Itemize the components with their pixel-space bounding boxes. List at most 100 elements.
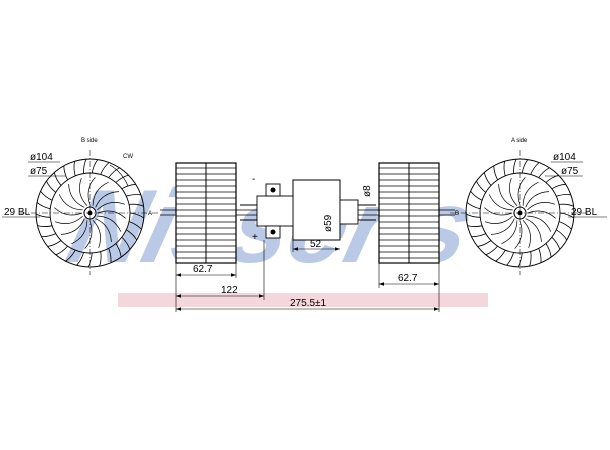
fan-blade: [483, 172, 492, 186]
right-inner-diameter: ø75: [561, 166, 579, 177]
fan-blade: [538, 248, 542, 263]
fan-blade: [521, 159, 529, 174]
fan-blade: [471, 233, 486, 238]
right-side-label: A side: [511, 138, 528, 144]
right-wheel-side-view: [378, 162, 440, 264]
dimension-arrowhead: [176, 294, 181, 298]
dimension-arrowheads: [176, 247, 439, 311]
fan-blade: [477, 240, 492, 247]
fan-blade: [476, 180, 486, 193]
fan-blade: [470, 190, 483, 201]
dimension-arrowhead: [335, 247, 340, 251]
hub-spoke: [514, 220, 523, 249]
fan-blade: [538, 167, 550, 178]
fan-blade: [485, 245, 498, 256]
fan-blade: [558, 221, 572, 230]
hub-spoke: [498, 183, 515, 208]
fan-blade: [495, 250, 506, 262]
fan-blade: [506, 252, 514, 266]
hub-spoke: [522, 181, 539, 206]
fan-blade: [55, 245, 68, 256]
right-outer-diameter: ø104: [553, 152, 576, 163]
left-blade-count: 29 BL: [4, 207, 31, 218]
fan-blade: [46, 180, 56, 193]
hub-spoke: [501, 220, 518, 245]
hub-spoke: [87, 177, 96, 206]
fan-blade: [128, 221, 142, 230]
fan-blade: [467, 225, 483, 227]
left-side-label: B side: [81, 138, 98, 144]
hub-spoke: [484, 215, 513, 224]
dimension-arrowhead: [293, 247, 298, 251]
terminal-plus: +: [252, 232, 258, 243]
dimension-arrowhead: [259, 294, 264, 298]
fan-blade: [493, 165, 498, 181]
fan-blade: [556, 194, 571, 197]
fan-blade: [35, 213, 51, 218]
left-rotation-label: CW: [123, 154, 133, 160]
fan-blade: [37, 225, 53, 227]
hub-spoke: [71, 220, 88, 245]
dimension-overall: 275.5±1: [290, 298, 327, 309]
fan-blade: [126, 194, 141, 197]
fan-blade: [108, 167, 120, 178]
section-mark-a: A: [148, 211, 152, 217]
dimension-arrowhead: [379, 282, 384, 286]
fan-blade: [47, 240, 62, 247]
fan-blade: [529, 251, 532, 267]
fan-blade: [551, 236, 561, 250]
fan-blade: [559, 203, 574, 207]
hub-spoke: [68, 183, 85, 208]
dimension-motor-offset: 52: [310, 239, 322, 250]
hub-spoke: [527, 210, 556, 219]
fan-blade: [87, 252, 93, 268]
fan-blade: [63, 165, 68, 181]
left-wheel-side-view: [175, 162, 237, 264]
hub-spoke: [97, 210, 126, 219]
hub-spoke: [54, 207, 83, 216]
hub-spoke: [97, 202, 126, 211]
hub-spoke: [58, 194, 83, 211]
fan-blade: [121, 236, 131, 250]
fan-blade: [108, 248, 112, 263]
fan-blade: [73, 161, 76, 176]
hub-spoke: [527, 215, 552, 232]
shaft-diameter: ø8: [362, 185, 373, 197]
fan-blade: [36, 202, 51, 210]
dimension-arrowhead: [434, 307, 439, 311]
fan-blade: [465, 213, 481, 218]
hub-spoke: [92, 181, 109, 206]
fan-blade: [129, 203, 144, 207]
fan-blade: [530, 162, 540, 175]
fan-blade: [100, 162, 110, 175]
hub-spoke: [79, 177, 88, 206]
rotation-arrow: [109, 164, 129, 187]
dimension-right-wheel-width: 62.7: [398, 273, 418, 284]
fan-blade: [503, 161, 506, 176]
hub-spoke: [95, 191, 120, 208]
hub-spoke: [522, 220, 531, 249]
hub-spoke: [84, 220, 93, 249]
watermark-band: [118, 293, 488, 307]
fan-blade: [91, 159, 99, 174]
left-fan-end-view: [20, 150, 160, 275]
fan-blade: [53, 172, 62, 186]
fan-blade: [115, 243, 122, 258]
hub-spoke: [509, 177, 518, 206]
fan-blade: [545, 174, 559, 183]
fan-blade: [121, 183, 136, 190]
fan-blade: [556, 229, 568, 241]
fan-blade: [126, 229, 138, 241]
fan-blade: [115, 174, 129, 183]
hub-spoke: [54, 215, 83, 224]
hub-spoke: [525, 191, 550, 208]
hub-spoke: [488, 194, 513, 211]
fan-blade: [83, 158, 87, 174]
hub-spoke: [490, 218, 515, 235]
fan-blade: [65, 250, 76, 262]
fan-blade: [545, 243, 552, 258]
fan-blade: [466, 202, 481, 210]
fan-blade: [76, 252, 84, 266]
hub-spoke: [517, 177, 526, 206]
